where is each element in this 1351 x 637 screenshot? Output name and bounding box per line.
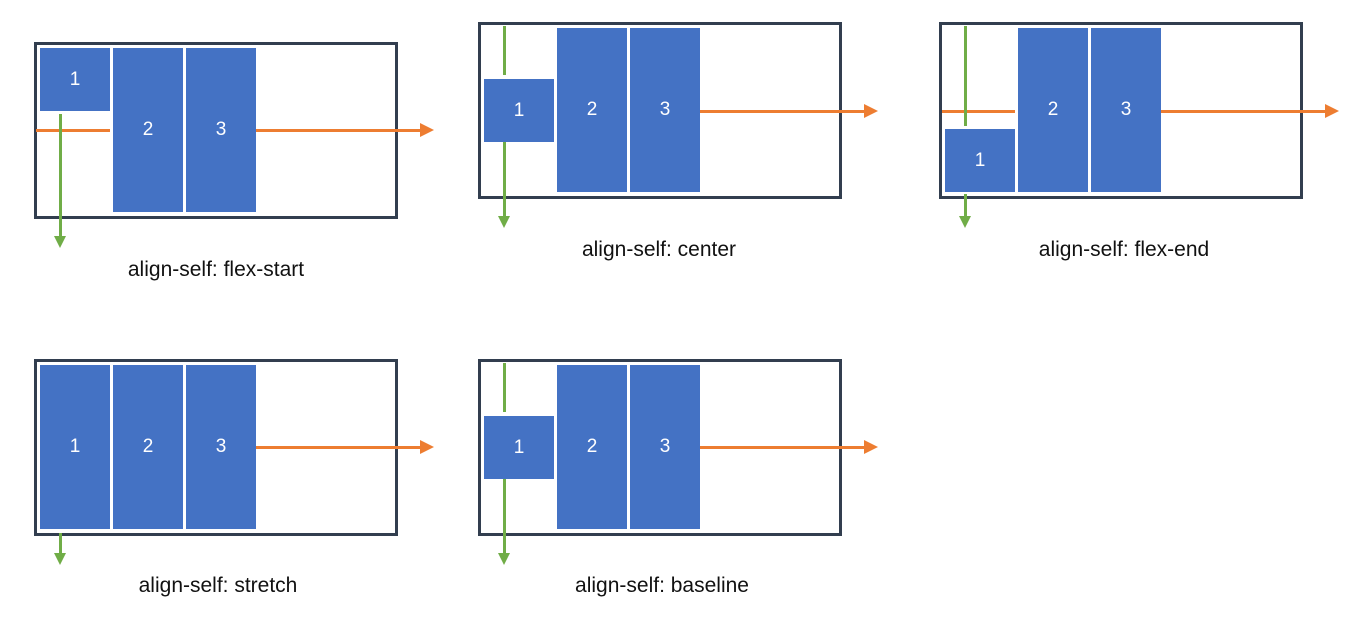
diagram-caption: align-self: flex-end bbox=[1038, 238, 1210, 261]
diagram-stretch: 1 2 3 align-self: stretch bbox=[34, 359, 474, 619]
cross-axis-line bbox=[964, 194, 967, 218]
main-axis-arrowhead-icon bbox=[864, 440, 878, 454]
cross-axis-line bbox=[59, 114, 62, 238]
cross-axis-line bbox=[503, 363, 506, 412]
cross-axis-line bbox=[503, 142, 506, 218]
diagram-baseline: 1 2 3 align-self: baseline bbox=[478, 359, 918, 619]
cross-axis-line bbox=[503, 479, 506, 555]
diagram-caption: align-self: baseline bbox=[575, 574, 749, 597]
diagram-caption: align-self: center bbox=[581, 238, 737, 261]
cross-axis-arrowhead-icon bbox=[54, 236, 66, 248]
main-axis-line bbox=[256, 446, 422, 449]
main-axis-line bbox=[256, 129, 422, 132]
cross-axis-line bbox=[503, 26, 506, 75]
cross-axis-arrowhead-icon bbox=[498, 553, 510, 565]
main-axis-line bbox=[942, 110, 1015, 113]
flex-item-1: 1 bbox=[40, 48, 110, 111]
flex-item-1: 1 bbox=[484, 416, 554, 479]
flex-item-2: 2 bbox=[557, 365, 627, 529]
flex-item-3: 3 bbox=[186, 365, 256, 529]
diagram-flex-end: 1 2 3 align-self: flex-end bbox=[939, 22, 1351, 282]
flex-container: 1 2 3 bbox=[478, 22, 842, 199]
main-axis-arrowhead-icon bbox=[1325, 104, 1339, 118]
cross-axis-line bbox=[964, 26, 967, 126]
main-axis-line bbox=[700, 110, 866, 113]
cross-axis-arrowhead-icon bbox=[498, 216, 510, 228]
diagram-caption: align-self: stretch bbox=[138, 574, 298, 597]
flex-item-3: 3 bbox=[1091, 28, 1161, 192]
diagram-caption: align-self: flex-start bbox=[127, 258, 305, 281]
flex-item-1: 1 bbox=[484, 79, 554, 142]
diagram-flex-start: 1 2 3 align-self: flex-start bbox=[34, 42, 474, 302]
cross-axis-arrowhead-icon bbox=[54, 553, 66, 565]
flex-item-3: 3 bbox=[186, 48, 256, 212]
flex-item-1: 1 bbox=[40, 365, 110, 529]
main-axis-arrowhead-icon bbox=[420, 123, 434, 137]
flex-item-2: 2 bbox=[557, 28, 627, 192]
flex-item-3: 3 bbox=[630, 365, 700, 529]
main-axis-line bbox=[36, 129, 110, 132]
diagram-center: 1 2 3 align-self: center bbox=[478, 22, 918, 282]
main-axis-line bbox=[1161, 110, 1327, 113]
flex-item-1: 1 bbox=[945, 129, 1015, 192]
main-axis-arrowhead-icon bbox=[420, 440, 434, 454]
flex-item-2: 2 bbox=[1018, 28, 1088, 192]
cross-axis-line bbox=[59, 533, 62, 555]
main-axis-arrowhead-icon bbox=[864, 104, 878, 118]
main-axis-line bbox=[700, 446, 866, 449]
flex-item-3: 3 bbox=[630, 28, 700, 192]
flex-item-2: 2 bbox=[113, 365, 183, 529]
flex-item-2: 2 bbox=[113, 48, 183, 212]
cross-axis-arrowhead-icon bbox=[959, 216, 971, 228]
